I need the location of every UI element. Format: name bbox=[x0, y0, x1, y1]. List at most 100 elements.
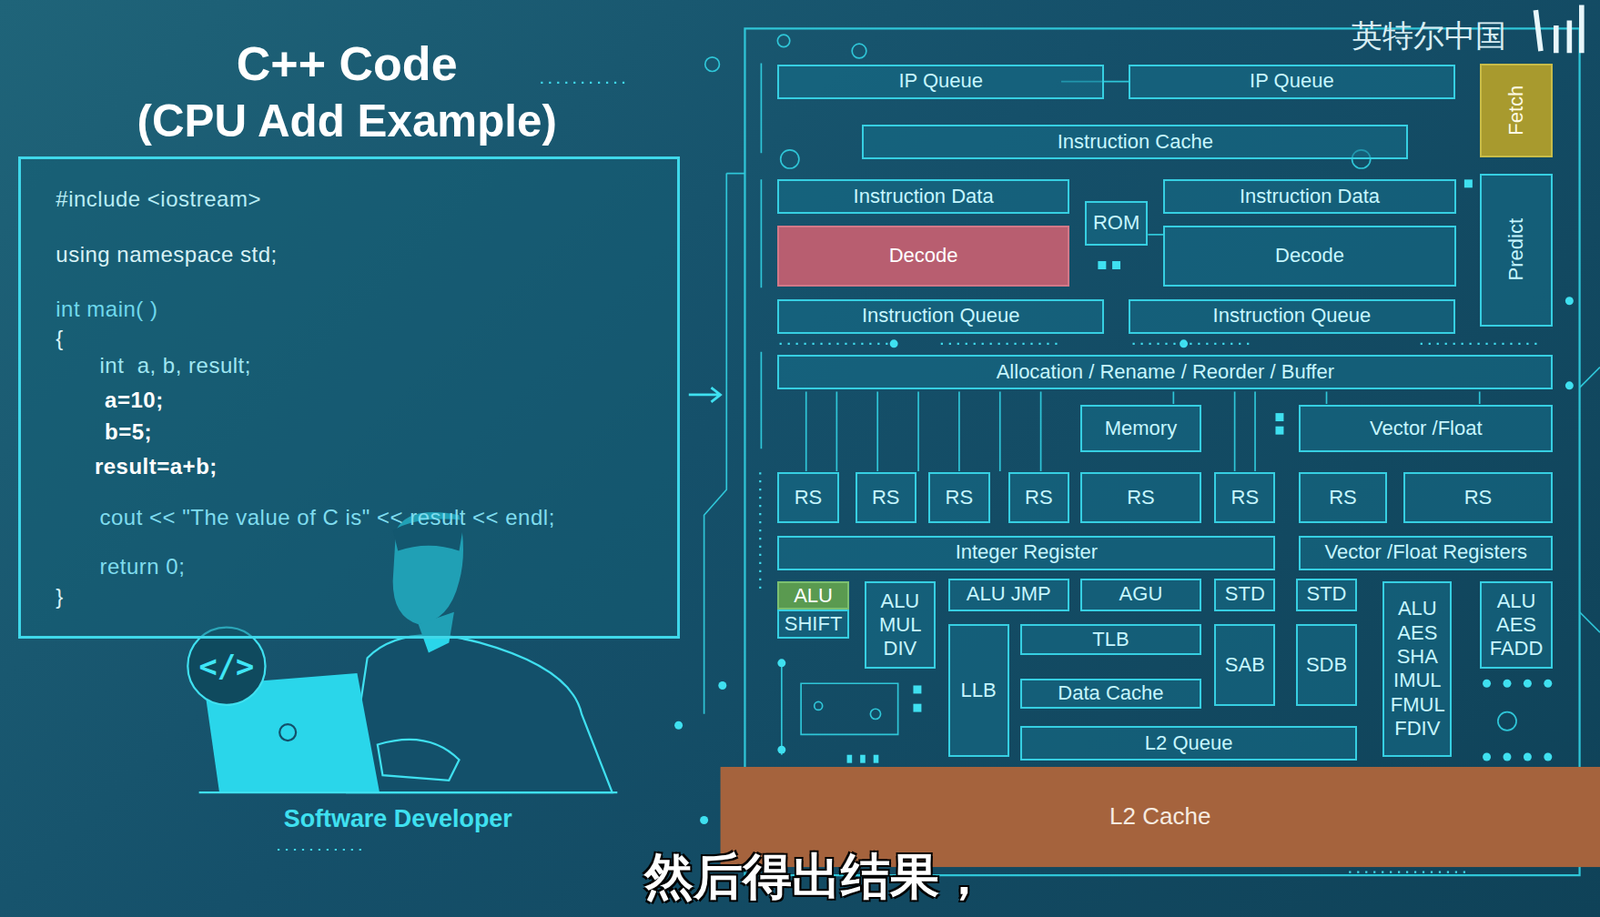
cpu-unit-box: L2 Queue bbox=[1020, 726, 1357, 761]
code-line: int a, b, result; bbox=[100, 353, 252, 380]
unit-name: RS bbox=[1126, 486, 1155, 510]
cpu-unit-box: SAB bbox=[1214, 624, 1276, 707]
cpu-unit-box: Vector /Float bbox=[1298, 405, 1553, 453]
unit-name: STD bbox=[1306, 582, 1347, 607]
unit-name: Instruction Data bbox=[853, 184, 994, 209]
unit-name: Vector /Float Registers bbox=[1325, 540, 1529, 565]
cpu-unit-box: IP Queue bbox=[777, 64, 1104, 100]
unit-name: ALU MUL DIV bbox=[879, 589, 922, 662]
unit-name: Predict bbox=[1504, 218, 1529, 281]
cpu-unit-box: RS bbox=[1298, 472, 1387, 524]
unit-name: RS bbox=[794, 486, 823, 510]
unit-name: L2 Cache bbox=[1109, 802, 1211, 831]
cpu-unit-box: IP Queue bbox=[1128, 64, 1456, 100]
code-line: using namespace std; bbox=[55, 242, 277, 269]
figure-caption: Software Developer bbox=[283, 805, 513, 834]
code-line: return 0; bbox=[100, 554, 186, 581]
unit-name: Integer Register bbox=[955, 540, 1099, 565]
unit-name: Allocation / Rename / Reorder / Buffer bbox=[996, 360, 1335, 385]
cpu-unit-box: Instruction Cache bbox=[861, 124, 1408, 160]
code-icon: </> bbox=[199, 648, 255, 685]
unit-name: RS bbox=[1024, 486, 1054, 510]
unit-name: Memory bbox=[1104, 416, 1177, 441]
cpu-unit-box: LLB bbox=[948, 624, 1010, 758]
cpu-unit-box: RS bbox=[1403, 472, 1554, 524]
logo-mark bbox=[1535, 5, 1581, 54]
cpu-unit-box: Decode bbox=[1163, 225, 1457, 287]
unit-name: SAB bbox=[1225, 653, 1266, 678]
cpu-unit-box: Decode bbox=[777, 225, 1070, 287]
unit-name: RS bbox=[945, 486, 974, 510]
unit-name: Data Cache bbox=[1057, 681, 1164, 706]
cpu-unit-box: SDB bbox=[1296, 624, 1357, 707]
unit-name: SDB bbox=[1306, 653, 1347, 678]
cpu-unit-box: Memory bbox=[1080, 405, 1201, 453]
unit-name: Instruction Data bbox=[1239, 184, 1380, 209]
code-line: #include <iostream> bbox=[55, 186, 262, 213]
code-line: { bbox=[55, 324, 64, 352]
cpu-unit-box: Instruction Queue bbox=[777, 299, 1104, 335]
cpu-unit-box: ALU JMP bbox=[948, 578, 1070, 612]
unit-name: ALU AES SHA IMUL FMUL FDIV bbox=[1390, 597, 1445, 741]
cpu-unit-box: ALU MUL DIV bbox=[864, 581, 936, 669]
flow-arrow bbox=[688, 387, 721, 403]
code-panel: #include <iostream> using namespace std; i… bbox=[18, 156, 680, 639]
cpu-unit-box: RS bbox=[1080, 472, 1201, 524]
cpu-unit-box: AGU bbox=[1080, 578, 1201, 612]
unit-name: RS bbox=[871, 486, 901, 510]
cpu-unit-box: STD bbox=[1296, 578, 1357, 612]
cpu-unit-box: Data Cache bbox=[1020, 678, 1201, 710]
cpu-unit-box: Instruction Queue bbox=[1128, 299, 1456, 335]
cpu-unit-box: Integer Register bbox=[777, 536, 1276, 571]
cpu-unit-box: ROM bbox=[1084, 201, 1149, 246]
cpu-unit-box: Allocation / Rename / Reorder / Buffer bbox=[777, 354, 1553, 390]
title: C++ Code bbox=[236, 36, 458, 92]
cpu-unit-box: ALU AES SHA IMUL FMUL FDIV bbox=[1382, 581, 1452, 758]
unit-name: SHIFT bbox=[784, 612, 843, 637]
cpu-unit-box: RS bbox=[1008, 472, 1070, 524]
cpu-unit-box: SHIFT bbox=[777, 609, 849, 638]
cpu-unit-box: RS bbox=[777, 472, 839, 524]
code-line: } bbox=[55, 583, 64, 610]
unit-name: Instruction Cache bbox=[1057, 130, 1214, 154]
unit-name: IP Queue bbox=[898, 69, 983, 93]
code-line: b=5; bbox=[104, 419, 152, 446]
unit-name: TLB bbox=[1092, 627, 1129, 652]
chip-dots bbox=[674, 179, 1574, 825]
unit-name: Decode bbox=[1275, 243, 1345, 268]
unit-name: ALU bbox=[793, 584, 833, 608]
code-line: result=a+b; bbox=[94, 454, 218, 481]
watermark: 英特尔中国 bbox=[1351, 16, 1507, 58]
cpu-unit-box: Instruction Data bbox=[777, 179, 1070, 214]
unit-name: ALU AES FADD bbox=[1489, 589, 1544, 662]
cpu-unit-box: RS bbox=[928, 472, 990, 524]
cpu-unit-box: Vector /Float Registers bbox=[1298, 536, 1553, 571]
cpu-unit-box: RS bbox=[1214, 472, 1276, 524]
cpu-unit-box: Instruction Data bbox=[1163, 179, 1457, 214]
unit-name: RS bbox=[1231, 486, 1260, 510]
unit-name: LLB bbox=[961, 678, 997, 703]
code-line: cout << "The value of C is" << result <<… bbox=[100, 505, 556, 532]
unit-name: Instruction Queue bbox=[1213, 303, 1372, 328]
cpu-unit-box: TLB bbox=[1020, 624, 1201, 656]
code-line: a=10; bbox=[104, 387, 164, 415]
unit-name: Decode bbox=[889, 243, 959, 268]
unit-name: RS bbox=[1328, 486, 1357, 510]
cpu-unit-box: RS bbox=[855, 472, 917, 524]
unit-name: ROM bbox=[1093, 211, 1140, 235]
unit-name: AGU bbox=[1119, 582, 1164, 607]
chip-outline bbox=[704, 28, 1600, 876]
code-line: int main( ) bbox=[55, 296, 158, 324]
cpu-unit-box: ALU bbox=[777, 581, 849, 610]
unit-name: Vector /Float bbox=[1369, 416, 1483, 441]
cpu-unit-box: ALU AES FADD bbox=[1479, 581, 1554, 669]
unit-name: Fetch bbox=[1504, 85, 1529, 136]
unit-name: L2 Queue bbox=[1144, 731, 1234, 756]
subtitle: (CPU Add Example) bbox=[137, 94, 557, 147]
unit-name: STD bbox=[1225, 582, 1266, 607]
subtitle-caption: 然后得出结果， bbox=[644, 844, 989, 912]
cpu-unit-box: Fetch bbox=[1479, 63, 1554, 158]
unit-name: IP Queue bbox=[1249, 69, 1335, 93]
unit-name: ALU JMP bbox=[966, 582, 1052, 607]
unit-name: RS bbox=[1464, 486, 1493, 510]
